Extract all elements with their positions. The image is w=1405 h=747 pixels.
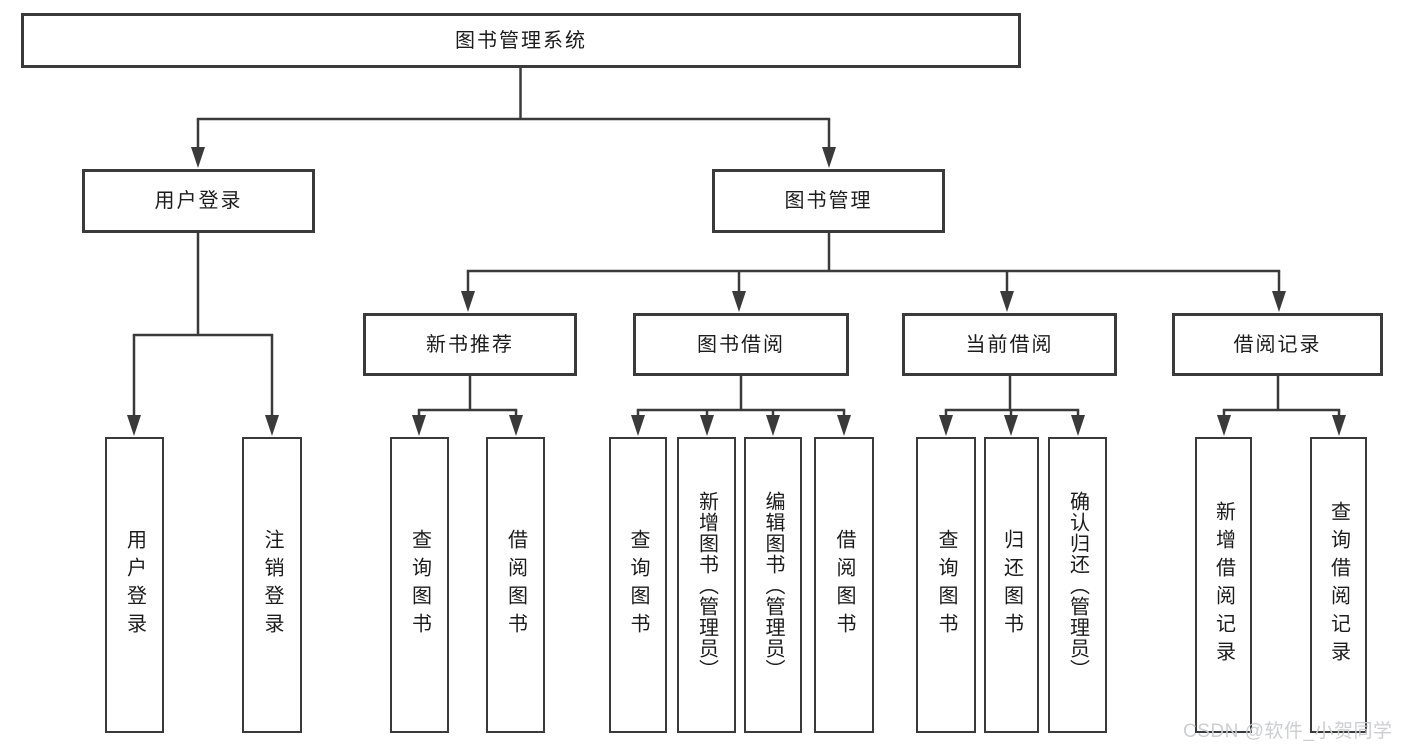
leaf-edit-book-admin: 编辑图书（管理员）	[744, 437, 802, 733]
leaf-query-borrow-record: 查询借阅记录	[1310, 437, 1367, 733]
connector-newbook-to-leaves	[412, 376, 523, 436]
leaf-label: 归还图书	[1000, 529, 1023, 641]
leaf-user-login: 用户登录	[105, 437, 164, 733]
node-current-borrowing: 当前借阅	[902, 313, 1117, 376]
leaf-label: 新增图书（管理员）	[695, 490, 718, 680]
leaf-label: 编辑图书（管理员）	[762, 490, 784, 680]
node-library-system: 图书管理系统	[21, 13, 1021, 68]
leaf-label: 借阅图书	[504, 529, 527, 641]
node-new-book-recommend: 新书推荐	[363, 313, 577, 376]
connector-currentborrow-to-leaves	[939, 376, 1085, 436]
node-label: 图书管理	[784, 190, 873, 212]
leaf-query-books-borrow: 查询图书	[609, 437, 667, 733]
node-label: 图书借阅	[697, 333, 785, 356]
leaf-label: 查询借阅记录	[1327, 501, 1350, 669]
csdn-watermark: CSDN @软件_小贺同学	[1183, 721, 1393, 742]
node-label: 新书推荐	[426, 333, 514, 356]
connector-records-to-leaves	[1217, 376, 1346, 436]
node-label: 图书管理系统	[455, 29, 587, 52]
node-book-borrowing: 图书借阅	[633, 313, 849, 376]
leaf-label: 用户登录	[123, 529, 146, 641]
leaf-label: 查询图书	[935, 529, 957, 641]
node-label: 用户登录	[154, 190, 243, 212]
connector-root-to-level2	[191, 68, 836, 168]
leaf-label: 确认归还（管理员）	[1066, 490, 1089, 680]
leaf-logout: 注销登录	[242, 437, 302, 733]
leaf-borrow-books-recommend: 借阅图书	[486, 437, 545, 733]
leaf-confirm-return-admin: 确认归还（管理员）	[1048, 437, 1107, 733]
connector-userlogin-to-leaves	[127, 233, 279, 436]
leaf-label: 借阅图书	[833, 529, 855, 641]
leaf-add-borrow-record: 新增借阅记录	[1195, 437, 1252, 733]
node-book-management: 图书管理	[712, 169, 945, 233]
leaf-add-book-admin: 新增图书（管理员）	[677, 437, 736, 733]
connector-bookborrow-to-leaves	[631, 376, 851, 436]
leaf-query-books-recommend: 查询图书	[390, 437, 449, 733]
node-borrow-records: 借阅记录	[1172, 313, 1383, 376]
leaf-return-book: 归还图书	[984, 437, 1039, 733]
leaf-borrow-books: 借阅图书	[814, 437, 874, 733]
leaf-label: 注销登录	[261, 529, 283, 641]
leaf-label: 查询图书	[627, 529, 649, 641]
leaf-label: 新增借阅记录	[1212, 501, 1235, 669]
leaf-label: 查询图书	[408, 529, 431, 641]
node-label: 借阅记录	[1233, 333, 1322, 356]
connector-bookmgmt-to-level3	[461, 233, 1286, 312]
node-label: 当前借阅	[965, 333, 1054, 356]
node-user-login: 用户登录	[82, 169, 315, 233]
leaf-query-books-current: 查询图书	[916, 437, 976, 733]
